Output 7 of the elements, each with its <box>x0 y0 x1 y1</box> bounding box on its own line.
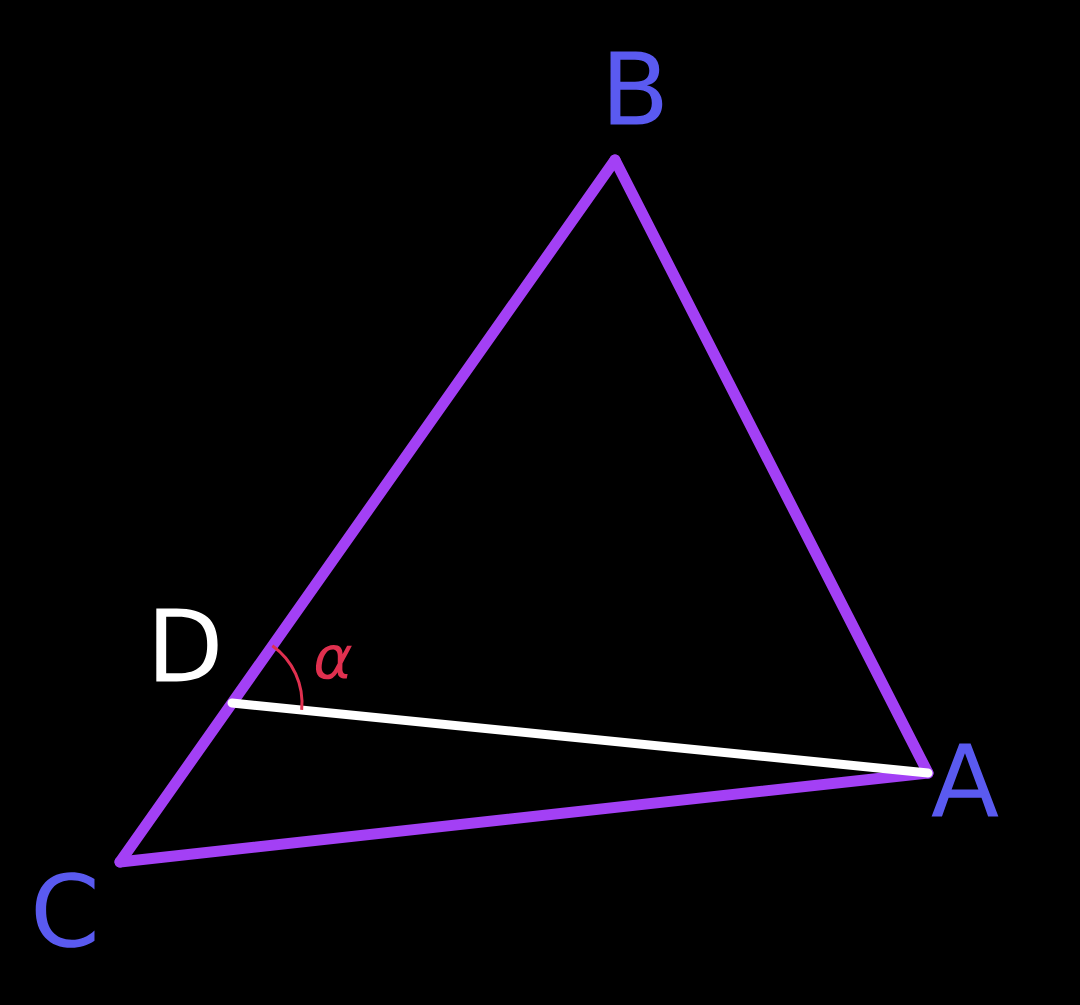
triangle-side <box>227 698 933 778</box>
vertex-label: D <box>156 608 218 682</box>
vertex-label: B <box>610 51 663 125</box>
vertex-label: C <box>35 872 95 948</box>
vertex-label: A <box>931 743 999 817</box>
triangle-side <box>114 767 934 868</box>
angle-label: α <box>315 644 352 680</box>
